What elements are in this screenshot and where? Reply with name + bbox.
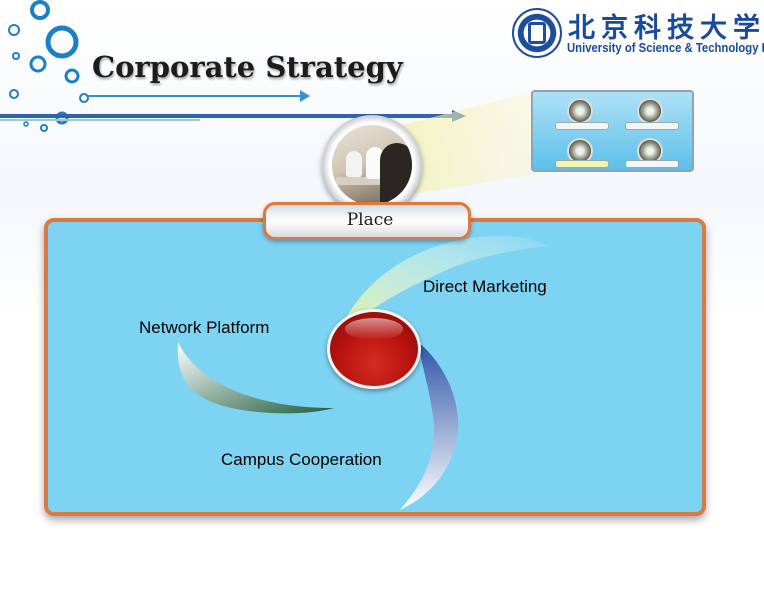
thumbnail-bar [555,122,609,130]
red-button-highlight [345,318,403,340]
campus-cooperation-arc [400,342,459,510]
logo-chinese-name: 北京科技大学 [568,13,764,44]
network-platform-label: Network Platform [139,318,270,337]
network-platform-arc [177,342,334,414]
thumbnail-bar [625,160,679,168]
place-label: Place [346,210,394,230]
slide-title: Corporate Strategy [92,50,403,84]
thumbnail-bar [625,122,679,130]
thumbnail-panel [531,90,694,172]
university-seal-icon [512,8,562,58]
bubble-decoration [8,0,89,132]
thumbnail-bar [555,160,609,168]
campus-cooperation-label: Campus Cooperation [221,450,382,469]
direct-marketing-label: Direct Marketing [423,277,547,296]
logo-english-name: University of Science & Technology Beiji… [567,40,764,55]
thumbnail-circle-icon [567,98,593,124]
meeting-photo [332,125,412,205]
place-pill [263,202,471,240]
